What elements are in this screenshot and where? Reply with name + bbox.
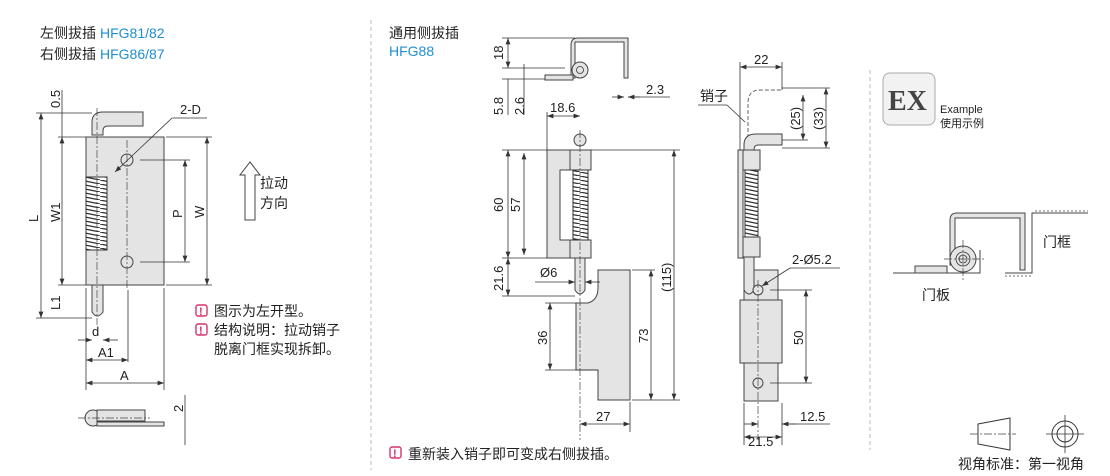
dim-W1: W1	[48, 203, 63, 223]
dim-22: 22	[754, 52, 768, 67]
hinge-bracket	[546, 149, 571, 259]
projection-label: 视角标准：第一视角	[958, 456, 1084, 472]
title-right-label: 右侧拔插	[40, 46, 96, 62]
top-view-bracket	[570, 37, 629, 79]
dim-18: 18	[491, 46, 506, 60]
note-reversible: ! 重新装入销子即可变成右侧拔插。	[389, 446, 618, 462]
dim-holes: 2-Ø5.2	[792, 252, 832, 267]
dim-A: A	[120, 368, 129, 383]
dim-dia6: Ø6	[540, 265, 557, 280]
strike-plate	[575, 269, 631, 401]
dim-25: (25)	[788, 107, 803, 130]
title-label: 通用侧拔插	[389, 25, 459, 41]
example-badge	[882, 72, 936, 126]
dim-W: W	[192, 205, 207, 218]
pull-label-2: 方向	[260, 195, 288, 211]
dim-P: P	[170, 209, 185, 218]
dim-L: L	[26, 215, 41, 222]
dim-115: (115)	[659, 263, 674, 292]
pin-tip	[91, 284, 104, 317]
dim-2: 2	[171, 405, 186, 412]
dim-73: 73	[636, 329, 651, 343]
dim-50: 50	[791, 331, 806, 345]
middle-section: 通用侧拔插 HFG88 18 5.8 2.6 2.3 60 57 21.6 18…	[389, 25, 840, 462]
dim-60: 60	[491, 198, 506, 212]
svg-text:!: !	[199, 325, 203, 337]
svg-text:图示为左开型。: 图示为左开型。	[214, 303, 312, 319]
dim-A1: A1	[98, 345, 114, 360]
title-right-model: HFG86/87	[100, 46, 165, 62]
door-frame-label: 门框	[1043, 234, 1071, 250]
example-label-en: Example	[940, 104, 983, 116]
first-angle-projection-icon	[970, 415, 1084, 453]
dim-36: 36	[535, 331, 550, 345]
warning-icon	[195, 304, 208, 317]
spring	[85, 176, 108, 251]
dim-d: d	[92, 324, 99, 339]
spring	[572, 169, 589, 241]
dim-21-5: 21.5	[748, 434, 773, 449]
note-1: ! 图示为左开型。	[195, 303, 312, 319]
pin-pulled-outline	[747, 89, 782, 150]
dim-2-6: 2.6	[512, 97, 527, 115]
left-section: 左侧拔插 HFG81/82 右侧拔插 HFG86/87 L W1 L1 0.5 …	[26, 25, 340, 445]
usage-illustration: 门框 门板	[893, 210, 1088, 303]
dim-2-3: 2.3	[646, 82, 664, 97]
title-model: HFG88	[389, 43, 434, 59]
svg-text:!: !	[393, 448, 397, 460]
dim-2-D: 2-D	[180, 102, 201, 117]
pull-direction-arrow-icon	[238, 161, 262, 221]
dim-5-8: 5.8	[491, 97, 506, 115]
svg-text:脱离门框实现拆卸。: 脱离门框实现拆卸。	[214, 341, 340, 357]
pull-label-1: 拉动	[260, 175, 288, 191]
dim-0-5: 0.5	[48, 90, 63, 108]
title-left-label: 左侧拔插	[40, 25, 96, 41]
dim-33: (33)	[811, 107, 826, 130]
svg-text:!: !	[199, 306, 203, 318]
pin-handle	[743, 133, 783, 151]
dim-21-6: 21.6	[491, 266, 506, 291]
svg-text:重新装入销子即可变成右侧拔插。: 重新装入销子即可变成右侧拔插。	[408, 446, 618, 462]
warning-icon	[389, 446, 402, 459]
dim-27: 27	[596, 409, 610, 424]
door-panel-label: 门板	[922, 287, 950, 303]
dim-L1: L1	[48, 296, 63, 310]
title-left-model: HFG81/82	[100, 25, 165, 41]
dim-57: 57	[508, 198, 523, 212]
example-label-cn: 使用示例	[940, 116, 984, 130]
dim-18-6: 18.6	[550, 100, 575, 115]
dim-12-5: 12.5	[800, 409, 825, 424]
svg-text:结构说明：拉动销子: 结构说明：拉动销子	[214, 322, 340, 338]
pin-label: 销子	[700, 88, 728, 104]
example-section: EX Example 使用示例 门框 门板 视角标准：第一视角	[882, 72, 1088, 472]
note-2: ! 结构说明：拉动销子 脱离门框实现拆卸。	[195, 322, 340, 357]
pin-handle	[91, 111, 144, 136]
svg-text:EX: EX	[888, 86, 927, 117]
warning-icon	[195, 323, 208, 336]
